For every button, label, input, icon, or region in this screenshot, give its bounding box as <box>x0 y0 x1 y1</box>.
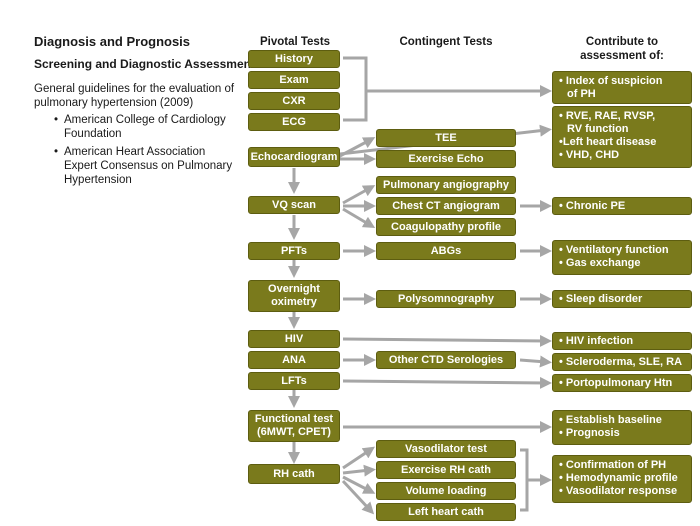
pivotal-exam: Exam <box>248 71 340 89</box>
pivotal-cxr: CXR <box>248 92 340 110</box>
arrow-to-coag <box>342 207 376 229</box>
outcome-index-of-suspicion: • Index of suspicion of PH <box>552 71 692 104</box>
contingent-exercise-echo: Exercise Echo <box>376 150 516 168</box>
pivotal-overnight-oximetry: Overnight oximetry <box>248 280 340 312</box>
bullet-icon: • <box>54 114 59 126</box>
arrow-to-volume-loading <box>342 475 376 494</box>
outcome-portopulmonary: • Portopulmonary Htn <box>552 374 692 392</box>
outcome-cath-findings: • Confirmation of PH • Hemodynamic profi… <box>552 455 692 503</box>
pivotal-pfts: PFTs <box>248 242 340 260</box>
outcome-echo-findings: • RVE, RAE, RVSP, RV function •Left hear… <box>552 106 692 168</box>
arrow-to-left-heart-cath <box>341 479 375 515</box>
outcome-scleroderma: • Scleroderma, SLE, RA <box>552 353 692 371</box>
arrow-to-vasodilator <box>342 446 375 470</box>
contingent-left-heart-cath: Left heart cath <box>376 503 516 521</box>
column-header-contingent: Contingent Tests <box>399 36 493 48</box>
arrow-to-exercise-rh <box>342 464 376 477</box>
contingent-exercise-rh-cath: Exercise RH cath <box>376 461 516 479</box>
pivotal-ecg: ECG <box>248 113 340 131</box>
pivotal-rh-cath: RH cath <box>248 464 340 484</box>
contingent-vasodilator-test: Vasodilator test <box>376 440 516 458</box>
pivotal-ana: ANA <box>248 351 340 369</box>
contingent-chest-ct-angiogram: Chest CT angiogram <box>376 197 516 215</box>
contingent-coagulopathy-profile: Coagulopathy profile <box>376 218 516 236</box>
outcome-sleep-disorder: • Sleep disorder <box>552 290 692 308</box>
pivotal-bracket <box>343 56 368 122</box>
guideline-bullet-aha: • American Heart Association Expert Cons… <box>54 146 233 186</box>
column-header-pivotal: Pivotal Tests <box>259 36 331 48</box>
pivotal-echocardiogram: Echocardiogram <box>248 147 340 167</box>
outcome-pfts: • Ventilatory function • Gas exchange <box>552 240 692 275</box>
guideline-bullet-acc: • American College of Cardiology Foundat… <box>54 114 226 140</box>
arrow-to-pulm-angio <box>342 185 376 205</box>
outcome-hiv-infection: • HIV infection <box>552 332 692 350</box>
pivotal-lfts: LFTs <box>248 372 340 390</box>
page-subtitle: Screening and Diagnostic Assessment <box>34 57 255 71</box>
contingent-abgs: ABGs <box>376 242 516 260</box>
cath-bracket <box>520 448 529 512</box>
pivotal-functional-test: Functional test (6MWT, CPET) <box>248 410 340 442</box>
guidelines-description: General guidelines for the evaluation of… <box>34 83 235 109</box>
page-title: Diagnosis and Prognosis <box>34 34 191 49</box>
pivotal-vq-scan: VQ scan <box>248 196 340 214</box>
pivotal-history: History <box>248 50 340 68</box>
contingent-pulmonary-angiography: Pulmonary angiography <box>376 176 516 194</box>
column-header-contribute: Contribute to assessment of: <box>580 36 664 62</box>
contingent-tee: TEE <box>376 129 516 147</box>
arrow-to-scleroderma <box>519 355 552 368</box>
arrow-to-portopulm <box>342 376 552 389</box>
bullet-icon: • <box>54 146 59 158</box>
contingent-polysomnography: Polysomnography <box>376 290 516 308</box>
contingent-volume-loading: Volume loading <box>376 482 516 500</box>
outcome-baseline-prognosis: • Establish baseline • Prognosis <box>552 410 692 445</box>
pivotal-hiv: HIV <box>248 330 340 348</box>
outcome-chronic-pe: • Chronic PE <box>552 197 692 215</box>
arrow-to-hiv-infection <box>342 334 552 347</box>
contingent-other-ctd-serologies: Other CTD Serologies <box>376 351 516 369</box>
